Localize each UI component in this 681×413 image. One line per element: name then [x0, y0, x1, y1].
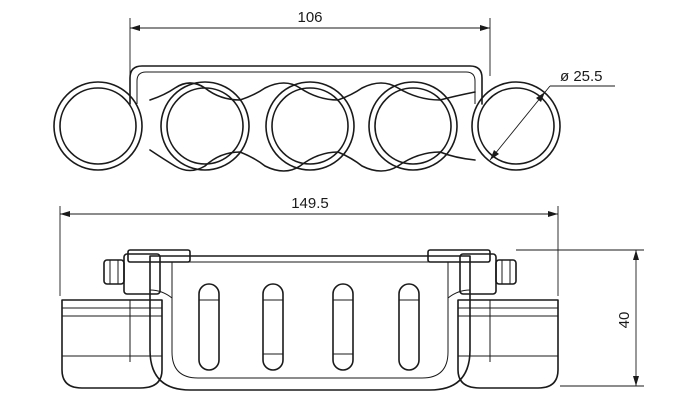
- right-holder-body: [457, 299, 559, 389]
- holder-ring-1: [53, 81, 143, 171]
- bracket-slot-1: [198, 283, 220, 371]
- front-view: [61, 249, 559, 391]
- dimension-top-width: 106: [129, 9, 491, 76]
- holder-ring-5: [471, 81, 561, 171]
- basket-bracket: [149, 255, 471, 391]
- holder-ring-3: [265, 81, 355, 171]
- dimension-106-label: 106: [297, 9, 322, 26]
- top-view: [53, 65, 561, 172]
- dimension-overall-width: 149.5: [59, 195, 559, 296]
- mounting-plate: [129, 65, 483, 105]
- holder-chain-outline: [149, 82, 476, 172]
- dimension-40-label: 40: [616, 312, 633, 329]
- bracket-slot-3: [332, 283, 354, 371]
- diameter-label: ø 25.5: [560, 68, 603, 85]
- bracket-slot-4: [398, 283, 420, 371]
- dimension-diameter: ø 25.5: [489, 68, 615, 161]
- dimension-height: 40: [516, 249, 644, 387]
- dimension-149-5-label: 149.5: [291, 195, 329, 212]
- holder-ring-2: [160, 81, 250, 171]
- mounting-plate-inner-edge: [136, 71, 476, 104]
- bracket-slot-2: [262, 283, 284, 371]
- left-holder-body: [61, 299, 163, 389]
- holder-ring-4: [368, 81, 458, 171]
